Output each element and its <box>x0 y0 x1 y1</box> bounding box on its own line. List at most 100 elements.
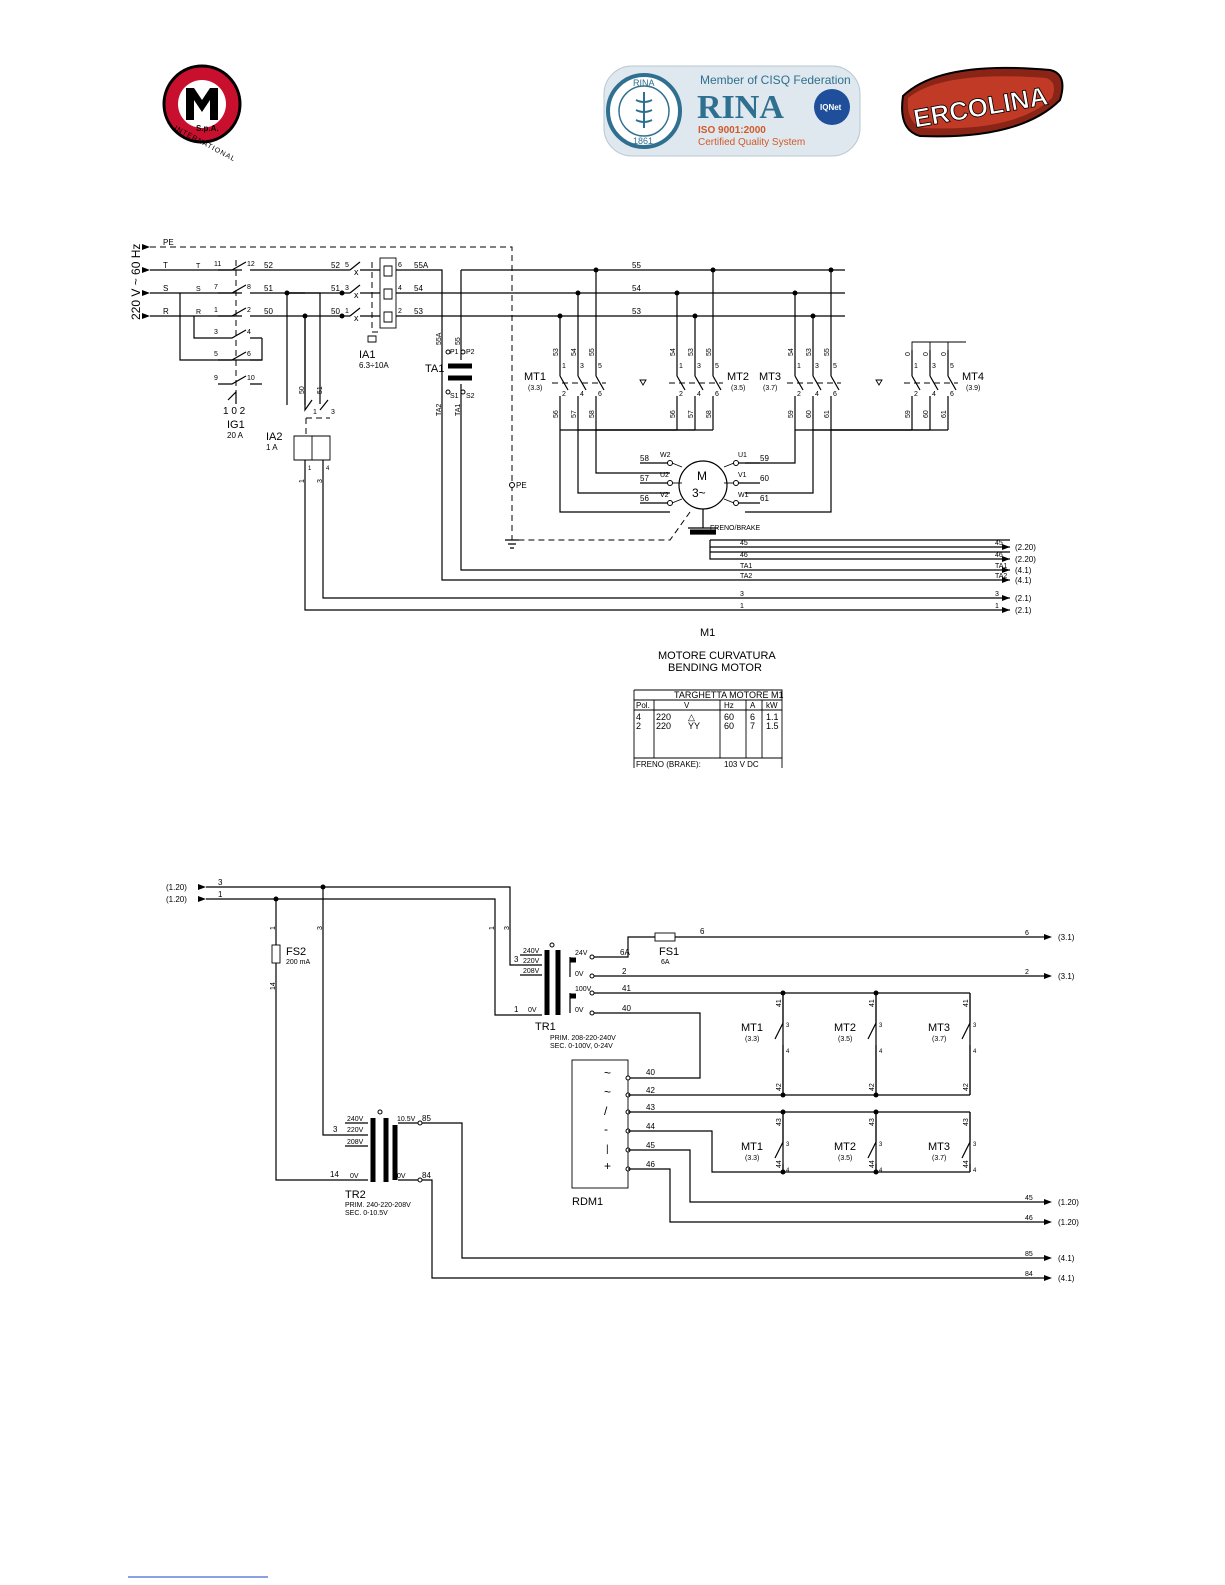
motor-wire-left: 58 <box>640 454 649 463</box>
rdm-wire-44: 44 <box>646 1122 655 1131</box>
motor-wire-left: 57 <box>640 474 649 483</box>
contact-pole <box>774 993 784 1095</box>
ia1-pin-3: 3 <box>345 285 349 292</box>
rdm1-symbol: - <box>604 1122 608 1136</box>
contactor-name: MT3 <box>759 371 781 383</box>
rectifier-rdm1: ~~/-+| RDM1 <box>571 1059 631 1208</box>
output-ref: (4.1) <box>1058 1274 1075 1283</box>
rdm-wire-43: 43 <box>646 1103 655 1112</box>
ia1-pin-1: 1 <box>345 308 349 315</box>
ig1-pin-10: 10 <box>247 375 255 382</box>
ia2-out-3: 3 <box>317 479 324 483</box>
nameplate-h-a: A <box>750 701 756 710</box>
ctrl-wire-2: 2 <box>622 967 627 976</box>
contact-wire: 44 <box>963 1160 970 1168</box>
contact-pole <box>867 993 877 1095</box>
contactor-pin: 6 <box>715 391 719 398</box>
phase-t: T <box>163 261 168 270</box>
junction <box>557 313 563 319</box>
ig1-name: IG1 <box>227 419 245 431</box>
control-output: 45(1.20) <box>1025 1195 1079 1207</box>
motor-info: M1 MOTORE CURVATURA BENDING MOTOR TARGHE… <box>633 627 784 769</box>
ig1-in-r: R <box>196 309 201 316</box>
contactor-pin: 4 <box>932 391 936 398</box>
contactor-top-wire: 0 <box>941 352 948 356</box>
contactor-pole <box>712 375 722 430</box>
output-arrow <box>1044 1275 1052 1281</box>
contact-name: MT2 <box>834 1141 856 1153</box>
tr1-in-3: 3 <box>514 955 519 964</box>
output-wire-label: 84 <box>1025 1271 1033 1278</box>
contact-pin: 4 <box>786 1168 790 1174</box>
tr1-out-24v: 24V <box>575 950 588 957</box>
control-inputs: (1.20)3(1.20)1 <box>166 878 223 904</box>
nameplate-cell: YY <box>688 721 700 731</box>
ia2-pin-1: 1 <box>313 409 317 416</box>
ctrl-wire-6a: 6A <box>620 948 630 957</box>
contactor-top-wire: 53 <box>553 348 560 356</box>
nameplate-cell: 220 <box>656 712 671 722</box>
contactor-bottom-wire: 56 <box>670 410 677 418</box>
nameplate-cell: 220 <box>656 721 671 731</box>
motor-wire-left: 56 <box>640 494 649 503</box>
ia2-name: IA2 <box>266 431 283 443</box>
control-output: 85(4.1) <box>1025 1251 1075 1263</box>
ctrl-wire-3a: 3 <box>317 926 324 930</box>
contact-pin: 3 <box>973 1023 977 1029</box>
power-outputs: 4545(2.20)4646(2.20)TA1TA1(4.1)TA2TA2(4.… <box>709 540 1036 615</box>
ia2-wire-51: 51 <box>317 386 324 394</box>
contact-ref: (3.7) <box>932 1036 946 1043</box>
nameplate-cell: 1.5 <box>766 721 779 731</box>
motor-terminal-right: V1 <box>738 472 747 479</box>
contact-pin: 4 <box>973 1168 977 1174</box>
contactor-bottom-wire: 60 <box>923 410 930 418</box>
output-wire-label-left: 46 <box>740 552 748 559</box>
output-wire-label-left: 1 <box>740 603 744 610</box>
motor-terminal-lead <box>671 498 683 504</box>
contactor-pole <box>947 375 957 430</box>
nameplate-h-v: V <box>684 701 690 710</box>
interlock-mark <box>639 379 647 386</box>
contactor-bottom-wire: 60 <box>806 410 813 418</box>
contactor-pin: 4 <box>580 391 584 398</box>
tr1-prim: PRIM. 208-220-240V <box>550 1035 616 1042</box>
supply-label: 220 V ~ 60 Hz <box>129 244 143 320</box>
tr1-tap-208: 208V <box>523 968 540 975</box>
contactor-bottom-wire: 59 <box>788 410 795 418</box>
contactor-pole <box>794 375 804 430</box>
wire-52: 52 <box>264 261 273 270</box>
output-arrow <box>1002 577 1010 583</box>
control-input: (1.20)1 <box>166 890 223 904</box>
motor-m1: M 3~ PE FRENO/BRAKE <box>505 460 1010 553</box>
output-wire-label: 46 <box>1025 1215 1033 1222</box>
motor-feed-wire <box>577 430 670 494</box>
fs1-rating: 6A <box>661 959 670 966</box>
junction <box>873 1109 879 1115</box>
junction <box>780 1109 786 1115</box>
nameplate-cell: 7 <box>750 721 755 731</box>
motor-symbol: M <box>697 469 707 483</box>
junction <box>873 990 879 996</box>
wire-50b: 50 <box>331 307 340 316</box>
nameplate-h-kw: kW <box>766 701 778 710</box>
output-ref: (4.1) <box>1058 1254 1075 1263</box>
wire-51: 51 <box>264 284 273 293</box>
ctrl-wire-41: 41 <box>622 984 631 993</box>
bus-55: 55 <box>632 261 641 270</box>
motor-terminal-lead <box>723 462 735 468</box>
ta1-pin-p2: P2 <box>466 349 475 356</box>
contactor-top-wire: 55 <box>706 348 713 356</box>
contactor-pole <box>676 375 686 430</box>
nameplate-cell: 60 <box>724 721 734 731</box>
ta1-wire-55a: 55A <box>436 332 443 345</box>
tr2-tap-240: 240V <box>347 1116 364 1123</box>
tr2-out-0v: 0V <box>397 1173 406 1180</box>
rina-seal-bottom: 1861 <box>633 136 653 146</box>
